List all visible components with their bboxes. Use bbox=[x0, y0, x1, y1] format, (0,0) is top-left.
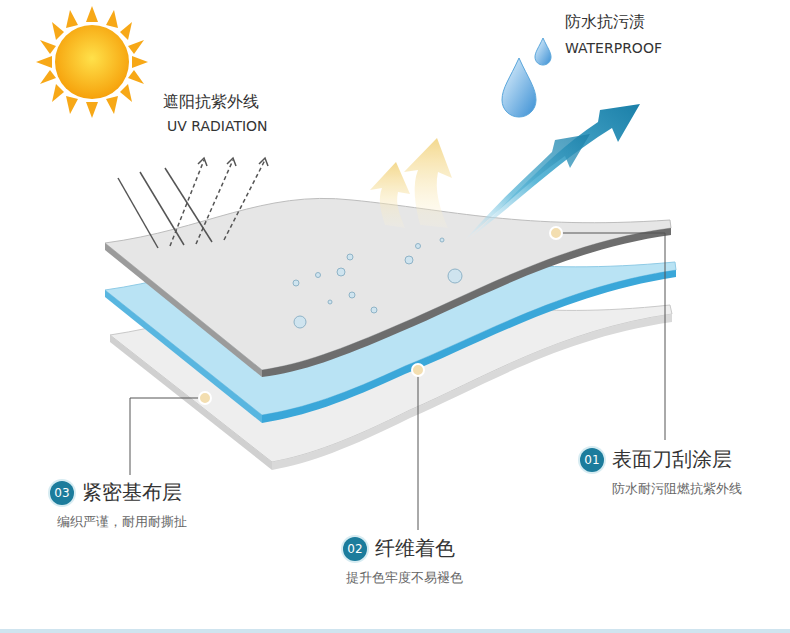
callout-number: 01 bbox=[580, 448, 604, 472]
layer-name: 紧密基布层 bbox=[82, 479, 182, 506]
sun-icon bbox=[36, 6, 148, 118]
water-drop bbox=[502, 58, 536, 117]
layer-note: 编织严谨，耐用耐撕扯 bbox=[57, 513, 187, 531]
layer-name: 纤维着色 bbox=[375, 535, 455, 562]
callout-number: 03 bbox=[50, 481, 74, 505]
feature-label: 防水抗污渍 bbox=[565, 12, 645, 33]
feature-label: 遮阳抗紫外线 bbox=[163, 92, 259, 113]
leader-dots bbox=[199, 227, 562, 404]
feature-label-en: UV RADIATION bbox=[167, 118, 268, 134]
leader-lines bbox=[130, 233, 665, 530]
water-beads bbox=[293, 238, 462, 328]
water-drop bbox=[535, 38, 551, 65]
layer-note: 防水耐污阻燃抗紫外线 bbox=[612, 480, 742, 498]
feature-label-en: WATERPROOF bbox=[565, 40, 662, 56]
uv-rays bbox=[118, 158, 268, 248]
layer-note: 提升色牢度不易褪色 bbox=[346, 569, 463, 587]
layer-name: 表面刀刮涂层 bbox=[612, 446, 732, 473]
callout-number: 02 bbox=[343, 537, 367, 561]
repel-arrows bbox=[370, 138, 452, 228]
water-arrows bbox=[465, 104, 640, 240]
